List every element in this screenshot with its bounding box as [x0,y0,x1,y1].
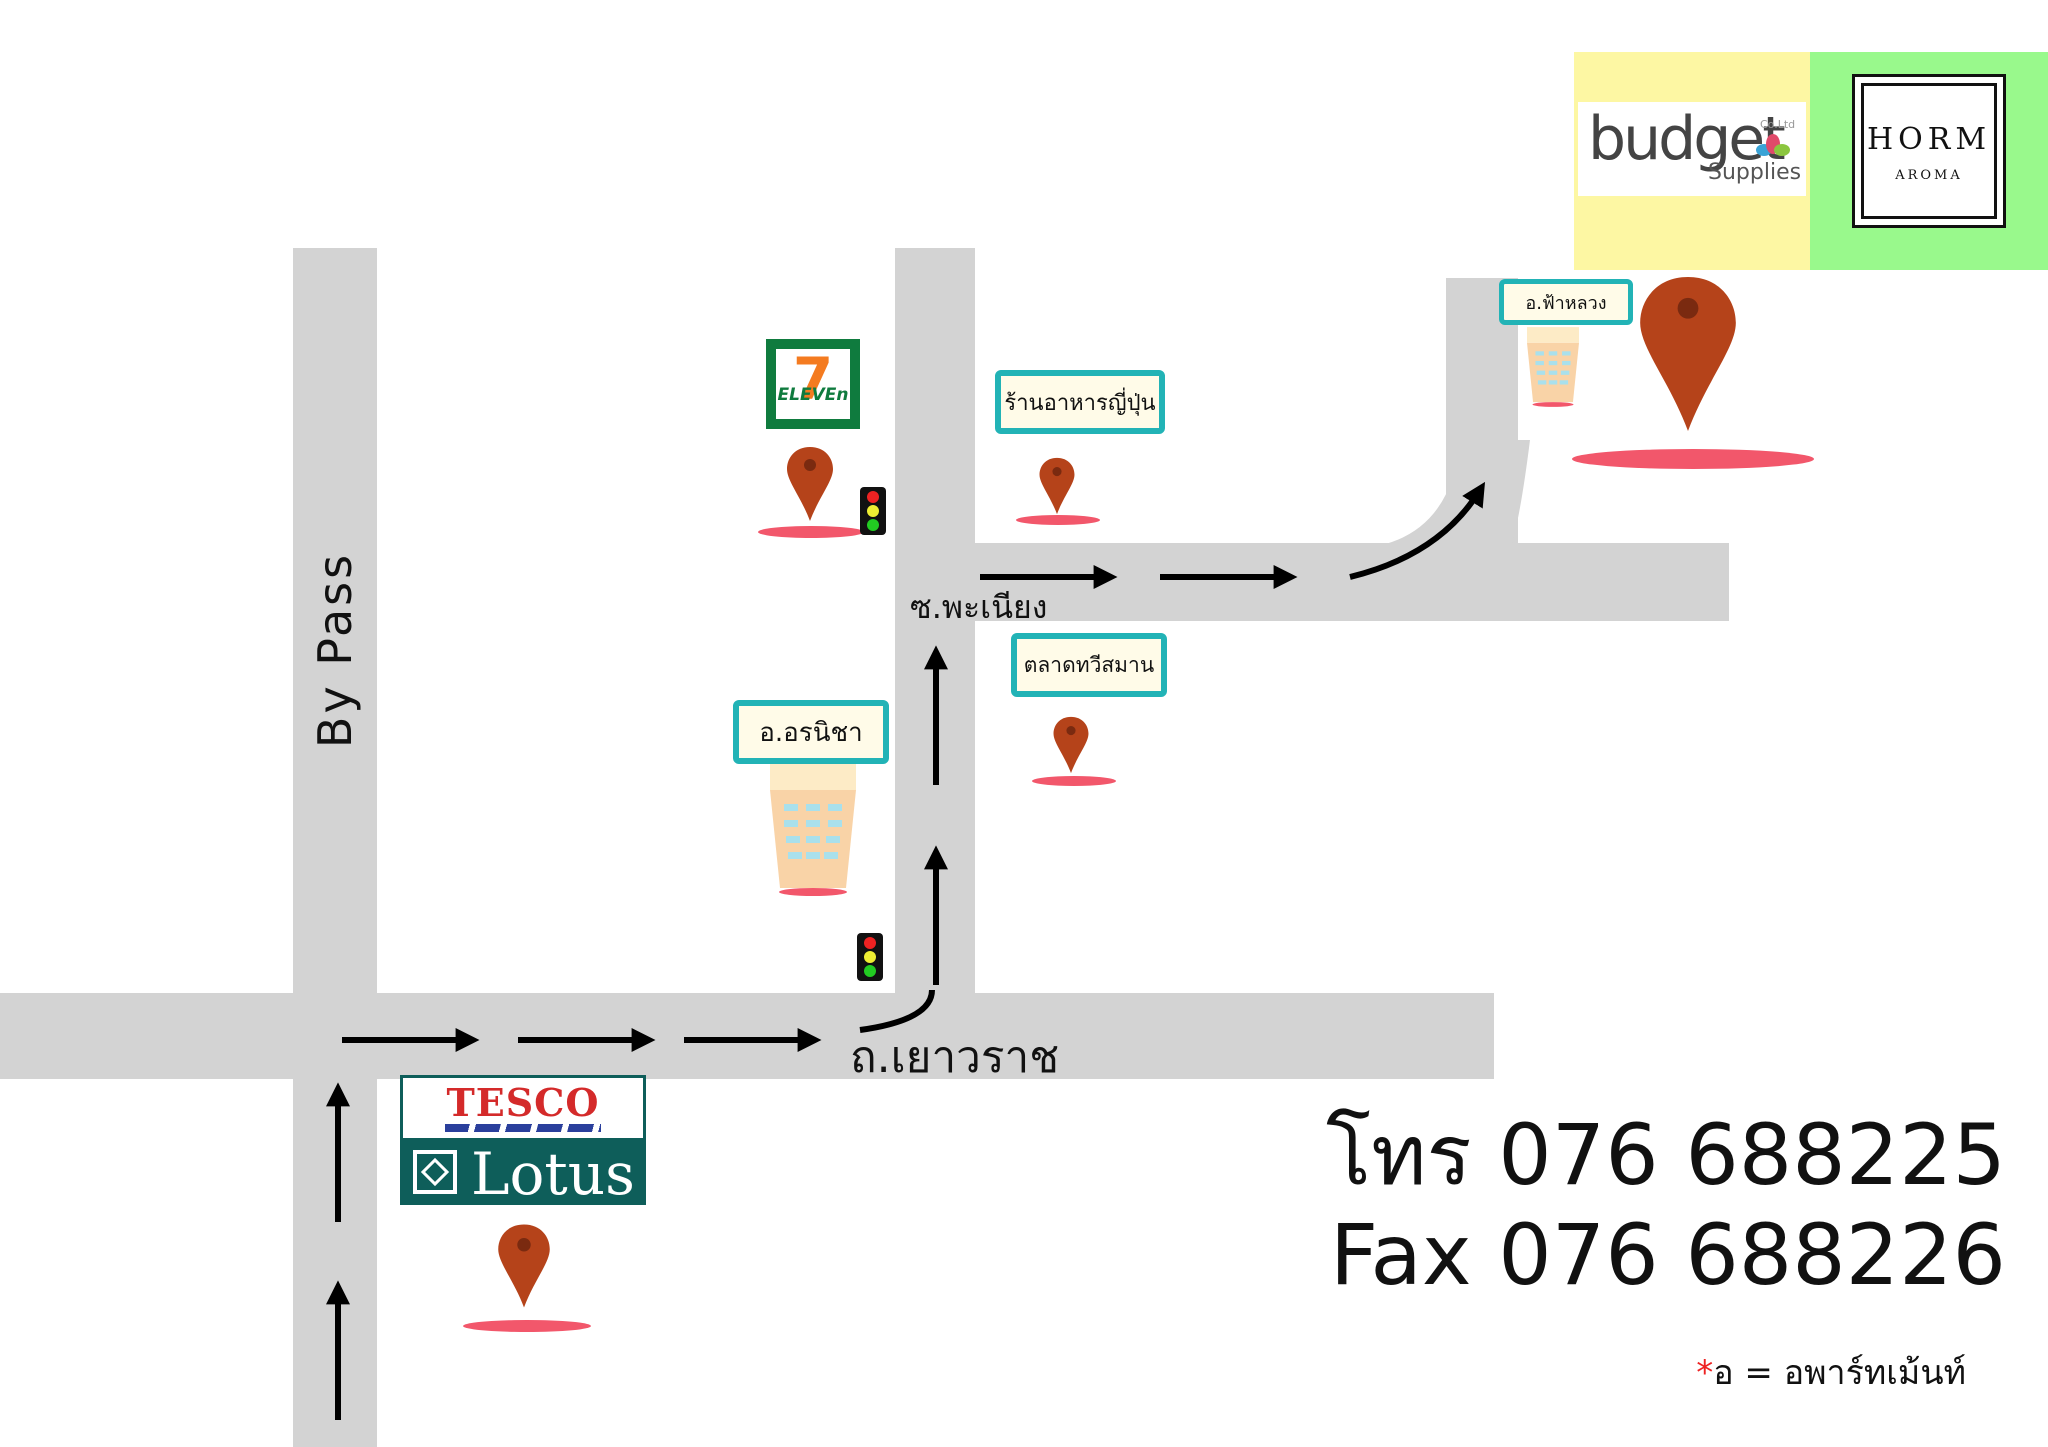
budget-supplies-text: Supplies [1708,160,1802,185]
budget-flower-icon [1756,134,1790,164]
label-japanese-restaurant: ร้านอาหารญี่ปุ่น [995,370,1165,434]
legend-text: อ = อพาร์ทเม้นท์ [1713,1353,1966,1393]
road-curve-fill [1340,440,1530,550]
aroma-text: AROMA [1895,168,1963,183]
tesco-text: TESCO [446,1080,600,1125]
pin-thavisaman-market [1053,716,1089,774]
tesco-lotus-logo: TESCO Lotus [400,1075,646,1208]
lotus-text: Lotus [471,1140,635,1208]
seven-eleven-text: ELEVEn [777,385,849,405]
road-bypass [293,248,377,1447]
arrow-curve-up [859,989,935,1033]
label-fahluang: อ.ฟ้าหลวง [1499,279,1633,325]
road-yaowarat [0,993,1494,1079]
road-phanian [895,543,1729,621]
budget-supplies-panel: budget Co.Ltd Supplies [1574,52,1810,270]
lotus-icon [413,1150,457,1194]
seven-eleven-logo: 7 ELEVEn [766,339,860,429]
pin-shadow-tesco-lotus [463,1320,591,1332]
pin-shadow-destination [1572,449,1814,469]
arrow-curve-destination [1349,481,1486,580]
pin-shadow-seven-eleven [758,526,864,538]
pin-seven-eleven [787,447,833,521]
horm-text: HORM [1866,122,1992,157]
budget-text: budget [1588,104,1786,174]
label-aranicha: อ.อรนิชา [733,700,889,764]
road-label-phanian: ซ.พะเนียง [910,588,1048,626]
budget-small-text: Co.Ltd [1760,118,1796,131]
legend-star: * [1696,1353,1714,1393]
building-aranicha-icon [770,764,856,896]
legend-note: *อ = อพาร์ทเม้นท์ [1696,1345,1966,1399]
contact-fax: Fax 076 688226 [1329,1206,2006,1304]
pin-tesco-lotus [498,1224,550,1308]
building-fahluang-icon [1527,327,1579,407]
horm-aroma-panel: HORM AROMA [1810,52,2048,270]
pin-destination [1640,277,1736,431]
traffic-light-south [857,933,883,981]
road-label-yaowarat: ถ.เยาวราช [850,1032,1060,1083]
pin-japanese-restaurant [1039,457,1075,515]
pin-shadow-thavisaman-market [1032,776,1116,786]
tesco-stripes [445,1124,601,1132]
pin-shadow-japanese-restaurant [1016,515,1100,525]
contact-phone: โทร 076 688225 [1326,1106,2006,1204]
seven-eleven-number: 7 [792,345,834,413]
label-thavisaman-market: ตลาดทวีสมาน [1011,633,1167,697]
traffic-light-north [860,487,886,535]
